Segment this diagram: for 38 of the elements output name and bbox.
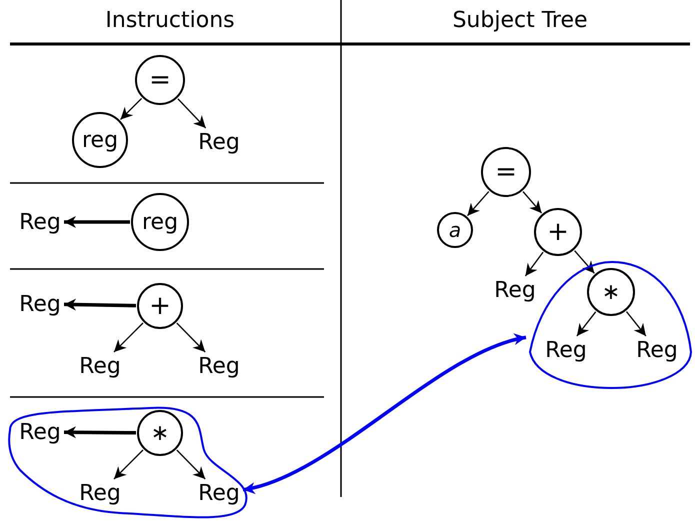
arrow — [574, 250, 595, 274]
arrow — [177, 98, 206, 128]
column-header: Subject Tree — [452, 8, 588, 33]
double-arrow — [64, 426, 136, 438]
register-label: Reg — [542, 336, 590, 364]
column-header: Instructions — [105, 8, 235, 33]
register-label: Reg — [16, 208, 64, 236]
operator-node: reg — [131, 193, 189, 251]
operator-node: + — [534, 208, 582, 256]
arrow — [522, 191, 542, 214]
arrow — [524, 252, 544, 276]
arrow — [176, 322, 206, 352]
arrow — [467, 191, 490, 216]
double-arrow — [64, 298, 136, 311]
operator-node: reg — [72, 112, 128, 168]
register-label: Reg — [16, 418, 64, 446]
register-label: Reg — [633, 336, 681, 364]
register-label: Reg — [491, 276, 539, 304]
double-arrow — [242, 334, 526, 493]
operator-node: = — [135, 55, 185, 105]
arrow — [576, 311, 596, 336]
register-label: Reg — [195, 479, 243, 507]
operator-node: = — [481, 147, 531, 197]
arrow — [114, 322, 144, 352]
register-label: Reg — [195, 128, 243, 156]
operator-node: ∗ — [137, 410, 183, 456]
operator-node: ∗ — [587, 268, 635, 316]
register-label: Reg — [195, 352, 243, 380]
register-label: Reg — [16, 290, 64, 318]
register-label: Reg — [76, 352, 124, 380]
arrow — [626, 311, 646, 336]
arrow — [176, 450, 206, 480]
operator-node: a — [437, 212, 473, 248]
arrow — [114, 450, 144, 480]
arrow — [120, 98, 142, 120]
operator-node: + — [137, 283, 183, 329]
register-label: Reg — [76, 479, 124, 507]
double-arrow — [64, 216, 130, 228]
